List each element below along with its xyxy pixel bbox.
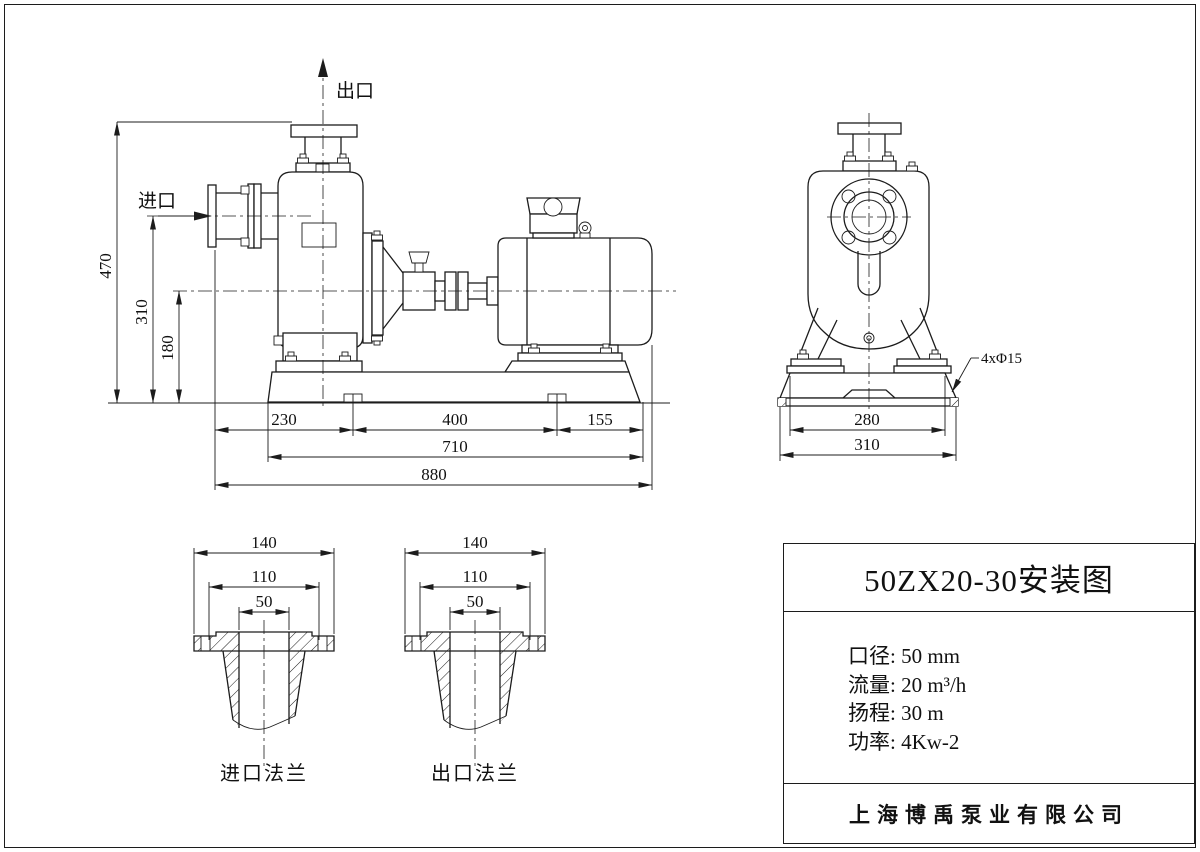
dim-50: 50	[256, 592, 273, 611]
bolt-icon	[240, 237, 250, 247]
flange-section-outlet: 140 110 50 出口法兰	[404, 533, 546, 785]
bolt-icon	[844, 151, 856, 162]
dim-140: 140	[251, 533, 277, 552]
centerlines-side	[147, 58, 676, 410]
dim-310: 310	[132, 299, 151, 325]
eye-bolt	[578, 221, 592, 235]
dim-310-front: 310	[854, 435, 880, 454]
outlet-arrow-icon	[318, 58, 328, 77]
front-discharge	[837, 122, 902, 172]
bolt-icon	[371, 335, 383, 346]
baseplate	[267, 371, 641, 403]
nameplate	[301, 222, 337, 248]
bolt-icon	[337, 153, 349, 164]
anchor-lug	[950, 398, 958, 406]
bolt-icon	[797, 349, 809, 360]
bolt-hole	[882, 230, 897, 245]
dim-180: 180	[158, 335, 177, 361]
dimensions-flange-inlet: 140 110 50	[193, 533, 335, 640]
dim-50: 50	[467, 592, 484, 611]
bolt-hole	[841, 189, 856, 204]
inlet-arrow-icon	[194, 211, 212, 221]
bolt-icon	[297, 153, 309, 164]
outlet-flange-label: 出口法兰	[431, 762, 519, 785]
dim-155: 155	[587, 410, 613, 429]
anchor-lug	[778, 398, 786, 406]
dim-110: 110	[463, 567, 488, 586]
flange-section-inlet: 140 110 50 进口法兰	[193, 533, 335, 785]
inlet-label: 进口	[138, 190, 176, 212]
motor	[497, 197, 653, 373]
company-name: 上海博禹泵业有限公司	[849, 802, 1129, 827]
spec-head: 扬程: 30 m	[848, 701, 944, 725]
dim-710: 710	[442, 437, 468, 456]
front-base	[777, 372, 959, 407]
bolt-icon	[371, 230, 383, 241]
outlet-label: 出口	[336, 80, 374, 102]
side-view: 出口 进口	[138, 58, 676, 410]
motor-riser	[503, 360, 630, 373]
drawing-title: 50ZX20-30安装图	[784, 544, 1194, 612]
front-view: 4xΦ15	[777, 113, 1022, 412]
pump-casing	[277, 171, 364, 349]
discharge-flange	[290, 124, 358, 173]
pump-foot	[273, 332, 363, 373]
bolt-icon	[929, 349, 941, 360]
bolt-icon	[240, 185, 250, 195]
vent-plug	[906, 161, 918, 172]
spec-flow: 流量: 20 m³/h	[848, 672, 967, 697]
dim-470: 470	[96, 253, 115, 279]
spec-diameter: 口径: 50 mm	[848, 644, 961, 668]
bearing-bracket	[362, 230, 436, 346]
bolt-hole	[882, 189, 897, 204]
dim-880: 880	[421, 465, 447, 484]
title-block: 50ZX20-30安装图 口径: 50 mm 流量: 20 m³/h 扬程: 3…	[783, 543, 1195, 844]
oil-cup	[408, 251, 430, 264]
dimensions-side: 470 310 180 230 400 155 710 880	[96, 121, 670, 490]
dim-230: 230	[271, 410, 297, 429]
dim-400: 400	[442, 410, 468, 429]
inlet-flange-label: 进口法兰	[220, 762, 308, 785]
dim-110: 110	[252, 567, 277, 586]
front-casing	[807, 170, 930, 350]
anchor-hole-note: 4xΦ15	[981, 351, 1022, 367]
dim-280: 280	[854, 410, 880, 429]
bolt-icon	[882, 151, 894, 162]
spec-power: 功率: 4Kw-2	[848, 729, 960, 754]
dim-140: 140	[462, 533, 488, 552]
bolt-hole	[841, 230, 856, 245]
dimensions-flange-outlet: 140 110 50	[404, 533, 546, 640]
spec-table: 口径: 50 mm 流量: 20 m³/h 扬程: 30 m 功率: 4Kw-2	[784, 612, 1194, 784]
dimensions-front: 280 310	[779, 376, 957, 461]
